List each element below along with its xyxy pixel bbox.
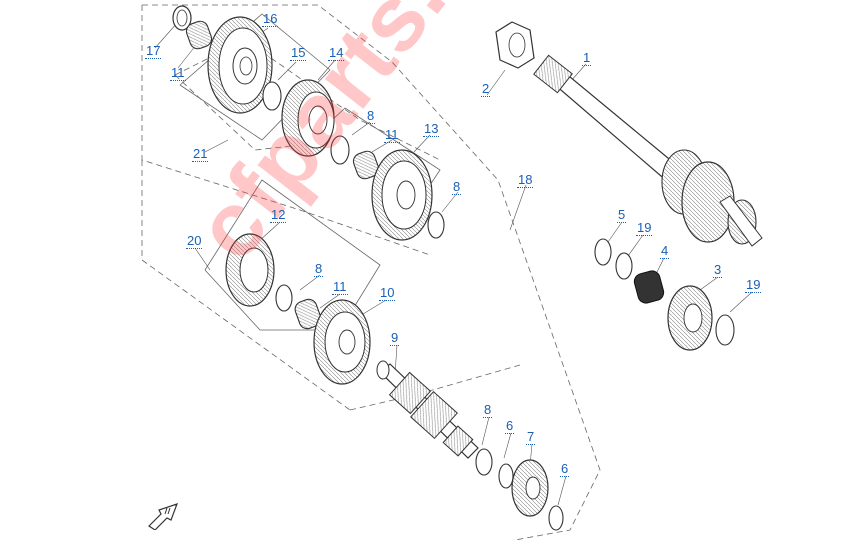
callout-20[interactable]: 20 (186, 233, 203, 249)
callout-19-left[interactable]: 19 (636, 220, 653, 236)
callout-6-left[interactable]: 6 (505, 418, 515, 434)
callout-8-top[interactable]: 8 (366, 108, 376, 124)
washer-8-right (427, 211, 445, 239)
callout-19-right[interactable]: 19 (745, 277, 762, 293)
gear-7 (511, 459, 549, 517)
main-shaft-1 (533, 54, 763, 247)
washer-8-bottom (475, 448, 493, 476)
gear-10 (313, 299, 371, 385)
callout-5[interactable]: 5 (617, 207, 627, 223)
callout-18[interactable]: 18 (517, 172, 534, 188)
callout-9[interactable]: 9 (390, 330, 400, 346)
callout-15[interactable]: 15 (290, 45, 307, 61)
callout-1[interactable]: 1 (582, 50, 592, 66)
needle-bearing-11-mid (352, 150, 380, 180)
gear-12 (225, 233, 275, 307)
callout-11-mid[interactable]: 11 (384, 127, 400, 143)
needle-bearing-4 (633, 270, 665, 304)
callout-10[interactable]: 10 (379, 285, 396, 301)
assembly-boundary (141, 4, 601, 541)
callout-21[interactable]: 21 (192, 146, 209, 162)
washer-15 (262, 81, 282, 111)
callout-8-bottom[interactable]: 8 (483, 402, 493, 418)
washer-19-left (615, 252, 633, 280)
gear-3 (667, 285, 713, 351)
needle-bearing-11-lower (294, 298, 322, 330)
callout-7[interactable]: 7 (526, 429, 536, 445)
needle-bearing-11-top (185, 20, 213, 50)
gear-13 (371, 149, 433, 241)
circlip-6-right (548, 505, 564, 531)
gear-14 (281, 79, 335, 157)
callout-14[interactable]: 14 (328, 45, 345, 61)
callout-16[interactable]: 16 (262, 11, 279, 27)
callout-6-right[interactable]: 6 (560, 461, 570, 477)
washer-19-right (715, 314, 735, 346)
callout-3[interactable]: 3 (713, 262, 723, 278)
callout-11-lower[interactable]: 11 (332, 279, 348, 295)
circlip-6-left (498, 463, 514, 489)
callout-2[interactable]: 2 (481, 81, 491, 97)
callout-4[interactable]: 4 (660, 243, 670, 259)
washer-8-top (330, 135, 350, 165)
washer-5 (594, 238, 612, 266)
callout-8-right[interactable]: 8 (452, 179, 462, 195)
washer-8-lower (275, 284, 293, 312)
callout-13[interactable]: 13 (423, 121, 440, 137)
countershaft-9 (376, 360, 479, 459)
subgroup-20-box (204, 179, 381, 331)
callout-8-lower[interactable]: 8 (314, 261, 324, 277)
callout-11-top[interactable]: 11 (170, 65, 186, 81)
nut-2 (495, 21, 535, 69)
callout-17[interactable]: 17 (145, 43, 162, 59)
gear-16 (207, 16, 273, 114)
front-direction-arrow-icon[interactable] (147, 500, 181, 531)
callout-12[interactable]: 12 (270, 207, 287, 223)
